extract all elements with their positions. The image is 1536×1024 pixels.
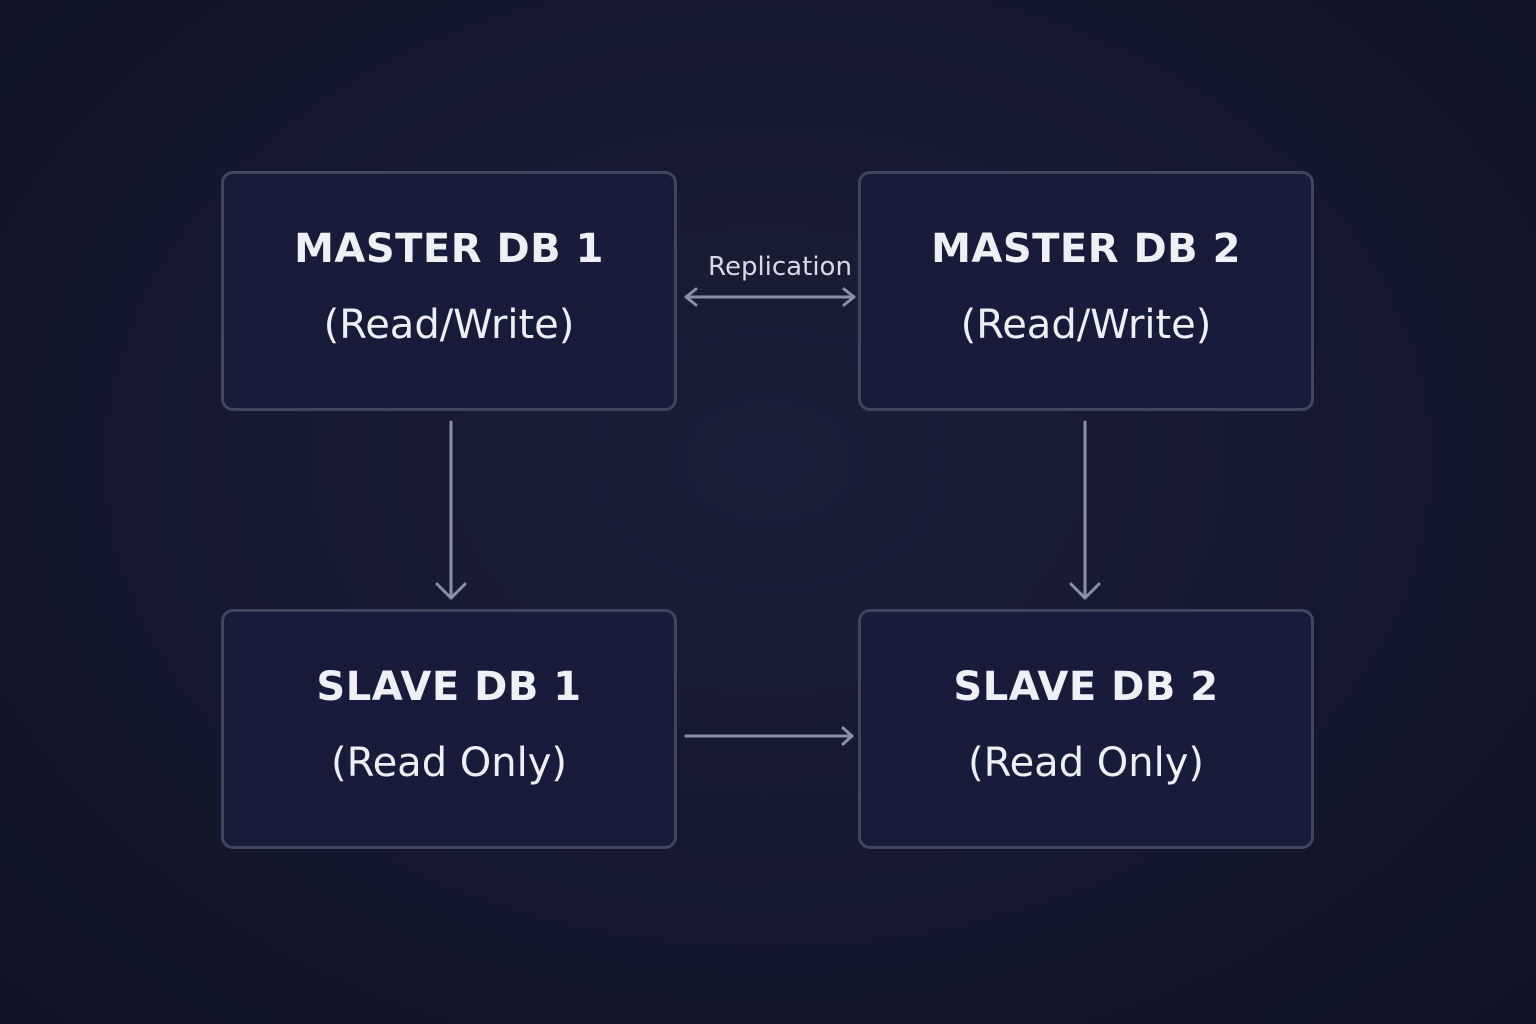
master2-to-slave2-arrow (1069, 420, 1101, 600)
slave-db-2-title: SLAVE DB 2 (953, 664, 1219, 710)
master-db-1-title: MASTER DB 1 (294, 226, 604, 272)
master1-to-slave1-arrow (435, 420, 467, 600)
master-db-2-title: MASTER DB 2 (931, 226, 1241, 272)
master-db-1-subtitle: (Read/Write) (323, 302, 575, 348)
slave-db-1-node: SLAVE DB 1 (Read Only) (221, 609, 677, 849)
master-db-2-node: MASTER DB 2 (Read/Write) (858, 171, 1314, 411)
slave-db-2-subtitle: (Read Only) (967, 740, 1205, 786)
master-db-1-node: MASTER DB 1 (Read/Write) (221, 171, 677, 411)
replication-label: Replication (708, 252, 852, 282)
slave-db-2-node: SLAVE DB 2 (Read Only) (858, 609, 1314, 849)
replication-arrow (684, 287, 856, 307)
slave-db-1-title: SLAVE DB 1 (316, 664, 582, 710)
slave-db-1-subtitle: (Read Only) (330, 740, 568, 786)
master-db-2-subtitle: (Read/Write) (960, 302, 1212, 348)
slave1-to-slave2-arrow (684, 726, 854, 746)
